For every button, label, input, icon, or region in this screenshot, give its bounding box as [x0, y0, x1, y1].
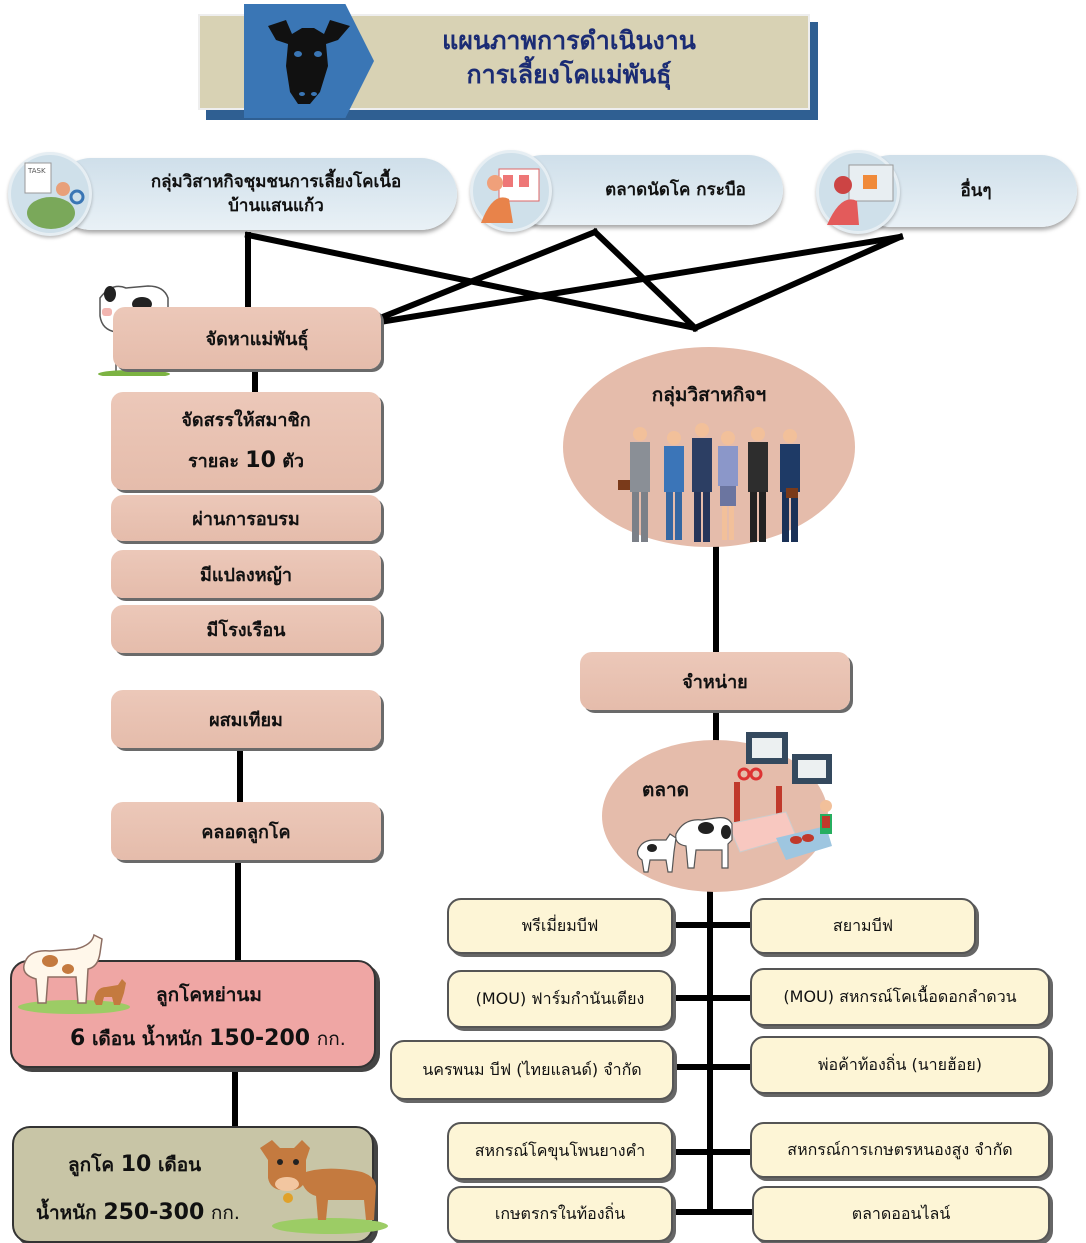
enterprise-label: กลุ่มวิสาหกิจฯ	[651, 384, 767, 406]
weaned-calf-title: ลูกโคหย่านม	[156, 984, 262, 1006]
butcher-shop-icon	[636, 732, 832, 873]
line-source2-procure	[376, 228, 599, 322]
buyer-kamnan-tiang-farm: (MOU) ฟาร์มกำนันเตียง	[447, 970, 673, 1028]
source2-label: ตลาดนัดโค กระบือ	[605, 180, 746, 200]
line-source3-procure	[376, 233, 904, 326]
svg-text:TASK: TASK	[27, 167, 46, 175]
cow-head-icon	[268, 20, 350, 104]
step-grass-plot: มีแปลงหญ้า	[111, 550, 381, 598]
step-allocate-members: จัดสรรให้สมาชิก รายละ 10 ตัว	[111, 392, 381, 490]
source-cattle-market: ตลาดนัดโค กระบือ	[508, 155, 783, 225]
allocate-count: 10	[245, 447, 276, 473]
weaned-weight: 150-200	[209, 1026, 311, 1051]
calf-10-prefix: ลูกโค	[68, 1154, 115, 1176]
weaned-age: 6	[70, 1026, 86, 1051]
calf-10-weight: น้ำหนัก 250-300 กก.	[36, 1198, 240, 1228]
calf-10-title: ลูกโค 10 เดือน	[68, 1150, 201, 1180]
page-title: แผนภาพการดำเนินงาน การเลี้ยงโคแม่พันธุ์	[376, 24, 762, 92]
step-training: ผ่านการอบรม	[111, 495, 381, 541]
market-oval	[602, 740, 828, 892]
title-line2: การเลี้ยงโคแม่พันธุ์	[466, 60, 672, 89]
line-source3-enterprise	[691, 233, 904, 332]
buyer-premium-beef: พรีเมี่ยมบีฟ	[447, 898, 673, 954]
step-insemination: ผสมเทียม	[111, 690, 381, 748]
buyer-siam-beef: สยามบีฟ	[750, 898, 976, 954]
allocate-line1: จัดสรรให้สมาชิก	[181, 409, 311, 431]
task-inspector-icon: TASK	[8, 152, 92, 236]
allocate-line2: รายละ 10 ตัว	[188, 441, 304, 482]
market-label: ตลาด	[642, 779, 689, 801]
source1-line2: บ้านแสนแก้ว	[228, 196, 324, 216]
calf-10-age-unit: เดือน	[157, 1154, 202, 1176]
weaned-calf-detail: 6 เดือน น้ำหนัก 150-200 กก.	[70, 1024, 346, 1054]
buyer-dok-lamduan-coop: (MOU) สหกรณ์โคเนื้อดอกลำดวน	[750, 968, 1050, 1026]
calf-10-weight-value: 250-300	[103, 1200, 205, 1225]
calf-10-weight-label: น้ำหนัก	[36, 1202, 97, 1224]
title-line1: แผนภาพการดำเนินงาน	[442, 26, 696, 55]
weaned-calf-box	[10, 960, 376, 1068]
source-community-enterprise: กลุ่มวิสาหกิจชุมชนการเลี้ยงโคเนื้อ บ้านแ…	[55, 158, 457, 230]
source1-line1: กลุ่มวิสาหกิจชุมชนการเลี้ยงโคเนื้อ	[150, 172, 402, 192]
allocate-unit: ตัว	[282, 450, 304, 472]
weaned-weight-unit: กก.	[316, 1028, 346, 1050]
buyer-online-market: ตลาดออนไลน์	[752, 1186, 1050, 1242]
step-calving: คลอดลูกโค	[111, 802, 381, 860]
calf-10-age: 10	[120, 1152, 152, 1177]
calf-10-weight-unit: กก.	[210, 1202, 240, 1224]
weaned-weight-label: น้ำหนัก	[141, 1028, 203, 1050]
buyer-nong-sung-coop: สหกรณ์การเกษตรหนองสูง จำกัด	[750, 1122, 1050, 1178]
buyer-nakhon-phanom-beef: นครพนม บีฟ (ไทยแลนด์) จำกัด	[390, 1040, 674, 1100]
cow-and-calf-icon	[18, 933, 130, 1014]
allocate-prefix: รายละ	[187, 450, 240, 472]
presentation-woman-icon	[816, 150, 900, 234]
business-people-icon	[618, 423, 800, 542]
buyer-local-trader: พ่อค้าท้องถิ่น (นายฮ้อย)	[750, 1036, 1050, 1094]
step-distribution: จำหน่าย	[580, 652, 850, 710]
weaned-age-unit: เดือน	[91, 1028, 136, 1050]
step-cattle-shed: มีโรงเรือน	[111, 605, 381, 653]
buyer-local-farmers: เกษตรกรในท้องถิ่น	[447, 1186, 673, 1242]
source3-label: อื่นๆ	[960, 181, 992, 201]
brown-calf-icon	[260, 1140, 388, 1234]
market-shopper-icon	[470, 150, 552, 232]
step-procure-breeders: จัดหาแม่พันธุ์	[113, 307, 381, 369]
buyer-phon-yang-kham-coop: สหกรณ์โคขุนโพนยางคำ	[447, 1122, 673, 1180]
